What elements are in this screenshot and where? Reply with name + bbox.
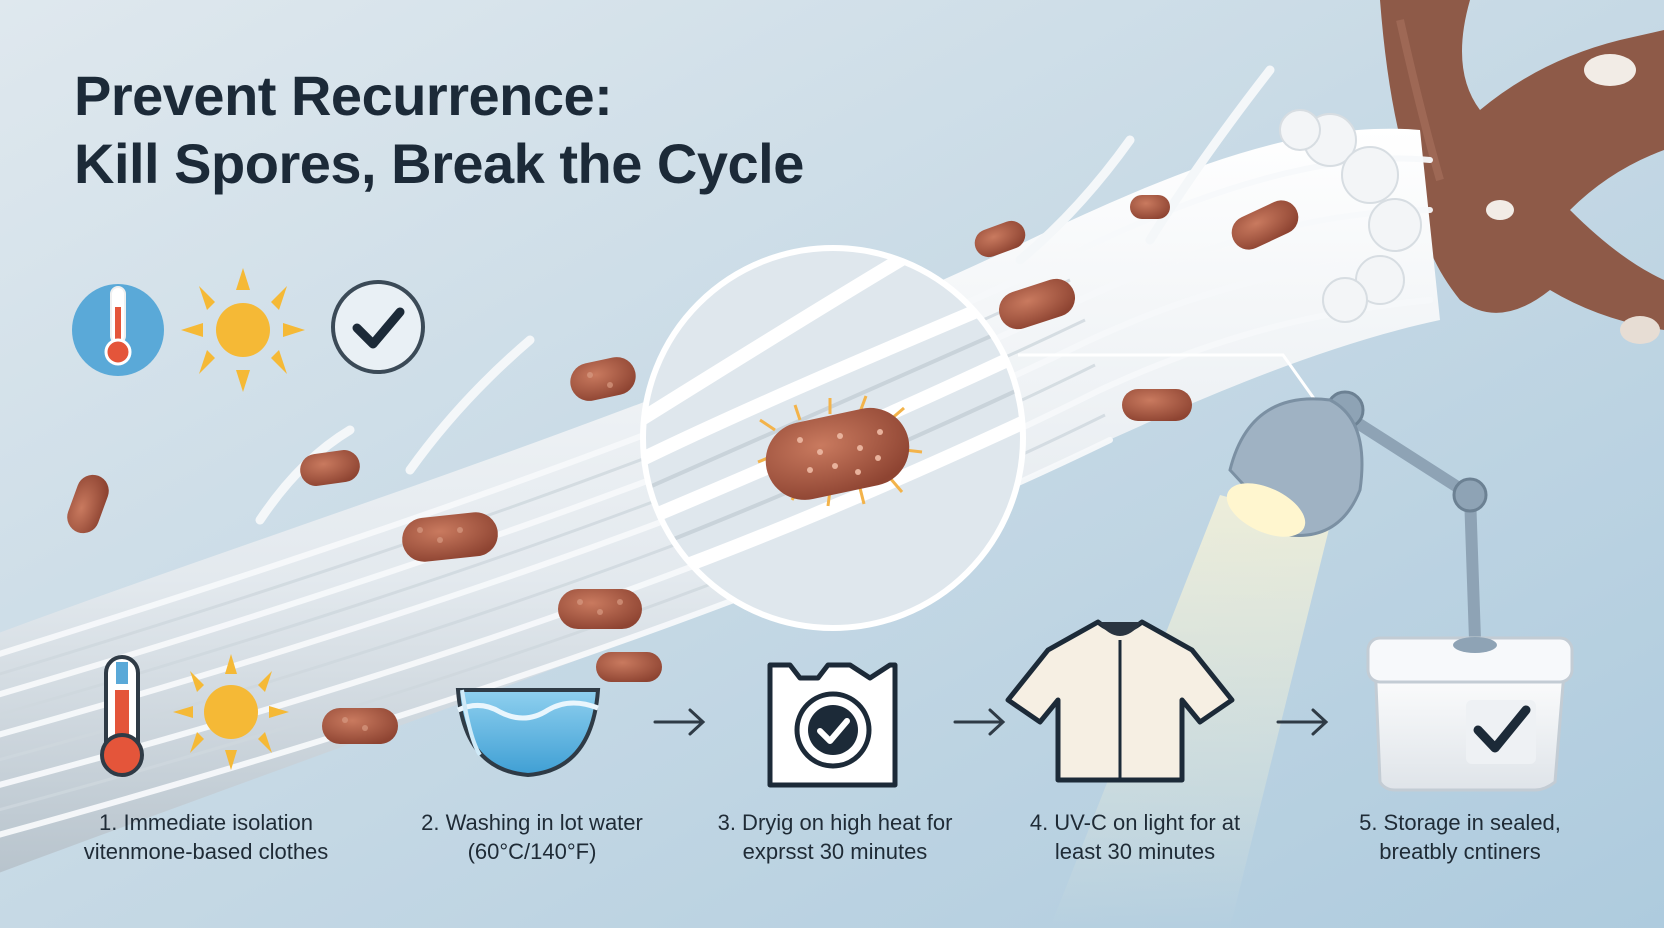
step-2-line-1: 2. Washing in lot water (421, 810, 643, 835)
step-4-line-2: least 30 minutes (1054, 839, 1216, 864)
step-3-caption: 3. Dryig on high heat for exprsst 30 min… (685, 808, 985, 866)
sealed-container-icon (1366, 636, 1574, 792)
title-line-2: Kill Spores, Break the Cycle (74, 132, 804, 195)
arrow-right-icon (653, 708, 706, 736)
title-line-1: Prevent Recurrence: (74, 64, 613, 127)
step-1-line-1: 1. Immediate isolation (99, 810, 313, 835)
step-3-line-1: 3. Dryig on high heat for (717, 810, 953, 835)
sun-icon (181, 268, 305, 392)
step-1-sun-icon (173, 654, 289, 770)
water-basin-icon (455, 688, 601, 778)
shirt-icon (1005, 619, 1235, 783)
spore-cluster (67, 195, 1299, 744)
step-2-caption: 2. Washing in lot water (60°C/140°F) (382, 808, 682, 866)
step-3-line-2: exprsst 30 minutes (742, 839, 928, 864)
step-5-caption: 5. Storage in sealed, breatbly cntiners (1310, 808, 1610, 866)
step-1-thermometer-icon (100, 655, 144, 777)
step-1-line-2: vitenmone-based clothes (83, 839, 329, 864)
step-1-caption: 1. Immediate isolation vitenmone-based c… (56, 808, 356, 866)
wood-branch (1380, 0, 1664, 344)
dryer-check-icon (767, 662, 898, 788)
step-5-line-2: breatbly cntiners (1379, 839, 1541, 864)
arrow-right-icon (1276, 708, 1329, 736)
step-4-caption: 4. UV-C on light for at least 30 minutes (985, 808, 1285, 866)
step-2-line-2: (60°C/140°F) (467, 839, 597, 864)
checkmark-icon (331, 280, 425, 374)
arrow-right-icon (953, 708, 1006, 736)
step-5-line-1: 5. Storage in sealed, (1359, 810, 1561, 835)
magnifier-lens (640, 245, 1317, 631)
page-title: Prevent Recurrence: Kill Spores, Break t… (74, 62, 804, 198)
thermometer-icon (72, 284, 164, 376)
step-4-line-1: 4. UV-C on light for at (1029, 810, 1241, 835)
